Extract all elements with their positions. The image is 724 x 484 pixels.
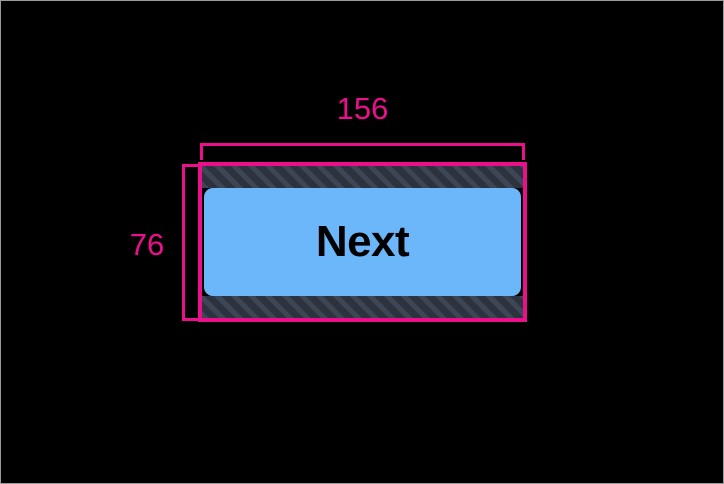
width-dimension-label: 156 [336,91,389,126]
height-dimension-bracket [182,164,198,321]
top-margin-hatch [202,166,523,188]
bottom-margin-hatch [202,296,523,318]
height-dimension-label: 76 [129,227,165,262]
next-button-widget[interactable]: Next [202,166,523,318]
width-dimension-bracket [200,143,525,160]
next-button[interactable]: Next [204,188,521,296]
